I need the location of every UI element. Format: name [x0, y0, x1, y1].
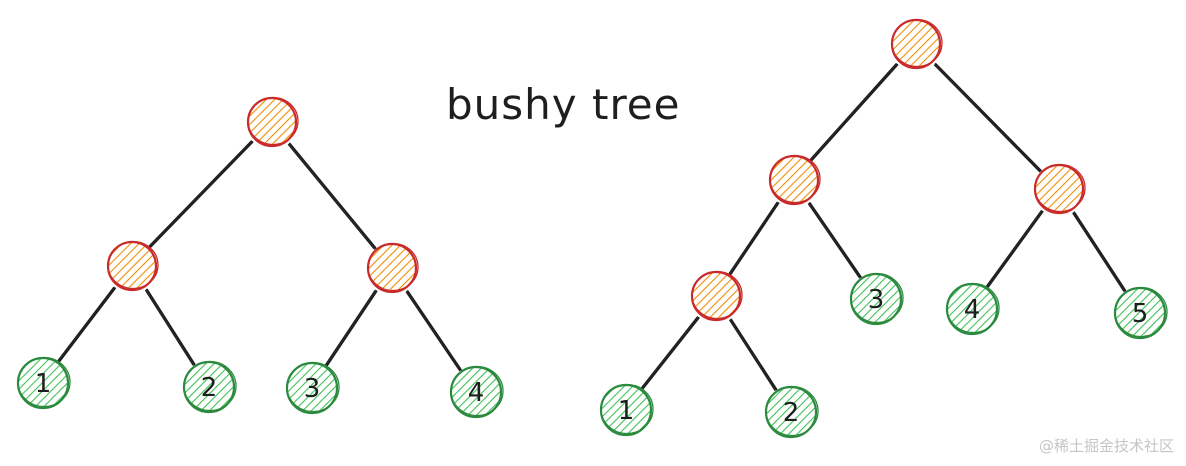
right-tree-node-l4-label: 4 — [964, 295, 981, 325]
right-tree-edge-m-l3 — [808, 202, 862, 278]
diagram-title: bushy tree — [446, 80, 681, 129]
right-tree-edge-n-l5-sketch — [1072, 212, 1125, 292]
right-tree-node-r — [890, 18, 943, 70]
right-tree-edge-r-n-sketch — [933, 64, 1041, 173]
left-tree-edge-b-l2 — [146, 288, 196, 366]
left-tree-edge-c-l3-sketch — [324, 289, 376, 366]
left-tree-node-l4: 4 — [449, 365, 504, 419]
right-tree-edge-o-l1-sketch — [640, 316, 699, 389]
left-tree-node-l4-label: 4 — [468, 378, 485, 408]
right-tree-edge-r-m-sketch — [809, 63, 897, 161]
left-tree-node-c — [366, 242, 419, 294]
left-tree-node-l3: 3 — [285, 361, 340, 415]
left-tree-edge-a-c — [288, 142, 377, 249]
left-tree-node-l1: 1 — [16, 356, 71, 410]
right-tree-edge-m-l3-sketch — [807, 203, 861, 279]
left-tree-node-c-outline — [367, 242, 419, 292]
right-tree-node-l3: 3 — [849, 272, 904, 326]
right-tree-node-m — [768, 154, 821, 206]
right-tree-node-l5-outline — [1114, 286, 1168, 338]
left-tree-edge-c-l4 — [406, 290, 462, 371]
right-tree-node-l5-label: 5 — [1132, 299, 1149, 329]
right-tree-edge-n-l5 — [1073, 211, 1127, 292]
left-tree-node-l4-outline — [450, 365, 504, 417]
left-tree-node-a-outline — [247, 96, 299, 146]
left-tree-edge-c-l4-sketch — [405, 291, 461, 372]
right-tree-node-l2-label: 2 — [783, 398, 800, 428]
watermark: @稀土掘金技术社区 — [1038, 437, 1174, 455]
left-tree-edge-a-b-sketch — [148, 140, 253, 247]
edges-layer — [57, 62, 1127, 391]
left-tree-node-b — [106, 240, 159, 292]
right-tree-node-l1-label: 1 — [618, 396, 635, 426]
left-tree-node-l2-label: 2 — [201, 373, 218, 403]
right-tree-node-o-outline — [691, 270, 743, 320]
right-tree-edge-n-l4-sketch — [985, 210, 1042, 287]
right-tree-edge-n-l4 — [986, 210, 1044, 289]
right-tree-node-l1-outline — [600, 383, 654, 435]
right-tree-node-l2: 2 — [764, 385, 819, 439]
right-tree-node-m-outline — [769, 154, 821, 204]
left-tree-edge-a-b — [149, 141, 254, 249]
right-tree-edge-r-m — [810, 63, 899, 162]
right-tree-node-l3-outline — [850, 272, 904, 324]
right-tree-node-l5: 5 — [1113, 286, 1168, 340]
nodes-layer: 1 2 3 4 1 2 3 4 5 — [16, 18, 1168, 439]
right-tree-node-l4: 4 — [945, 282, 1000, 336]
right-tree-edge-o-l2 — [730, 318, 778, 391]
left-tree-node-l3-label: 3 — [304, 374, 321, 404]
right-tree-edge-r-n — [934, 62, 1042, 172]
left-tree-edge-b-l1-sketch — [57, 286, 115, 362]
right-tree-node-r-outline — [891, 18, 943, 68]
left-tree-edge-a-c-sketch — [287, 143, 375, 250]
right-tree-node-n — [1033, 163, 1086, 215]
left-tree-node-l3-outline — [286, 361, 340, 413]
left-tree-node-l1-outline — [17, 356, 71, 408]
right-tree-node-l3-label: 3 — [868, 285, 885, 315]
left-tree-node-l1-label: 1 — [35, 369, 52, 399]
right-tree-node-l2-outline — [765, 385, 819, 437]
left-tree-edge-b-l1 — [58, 287, 117, 363]
right-tree-node-o — [690, 270, 743, 322]
right-tree-edge-m-o — [729, 202, 780, 276]
right-tree-edge-m-o-sketch — [728, 201, 778, 275]
right-tree-node-n-outline — [1034, 163, 1086, 213]
left-tree-edge-b-l2-sketch — [144, 289, 194, 366]
left-tree-edge-c-l3 — [325, 290, 378, 367]
left-tree-node-b-outline — [107, 240, 159, 290]
right-tree-edge-o-l1 — [641, 316, 700, 390]
left-tree-node-l2-outline — [183, 360, 237, 412]
left-tree-node-l2: 2 — [182, 360, 237, 414]
right-tree-node-l4-outline — [946, 282, 1000, 334]
right-tree-node-l1: 1 — [599, 383, 654, 437]
left-tree-node-a — [246, 96, 299, 148]
right-tree-edge-o-l2-sketch — [729, 319, 776, 391]
